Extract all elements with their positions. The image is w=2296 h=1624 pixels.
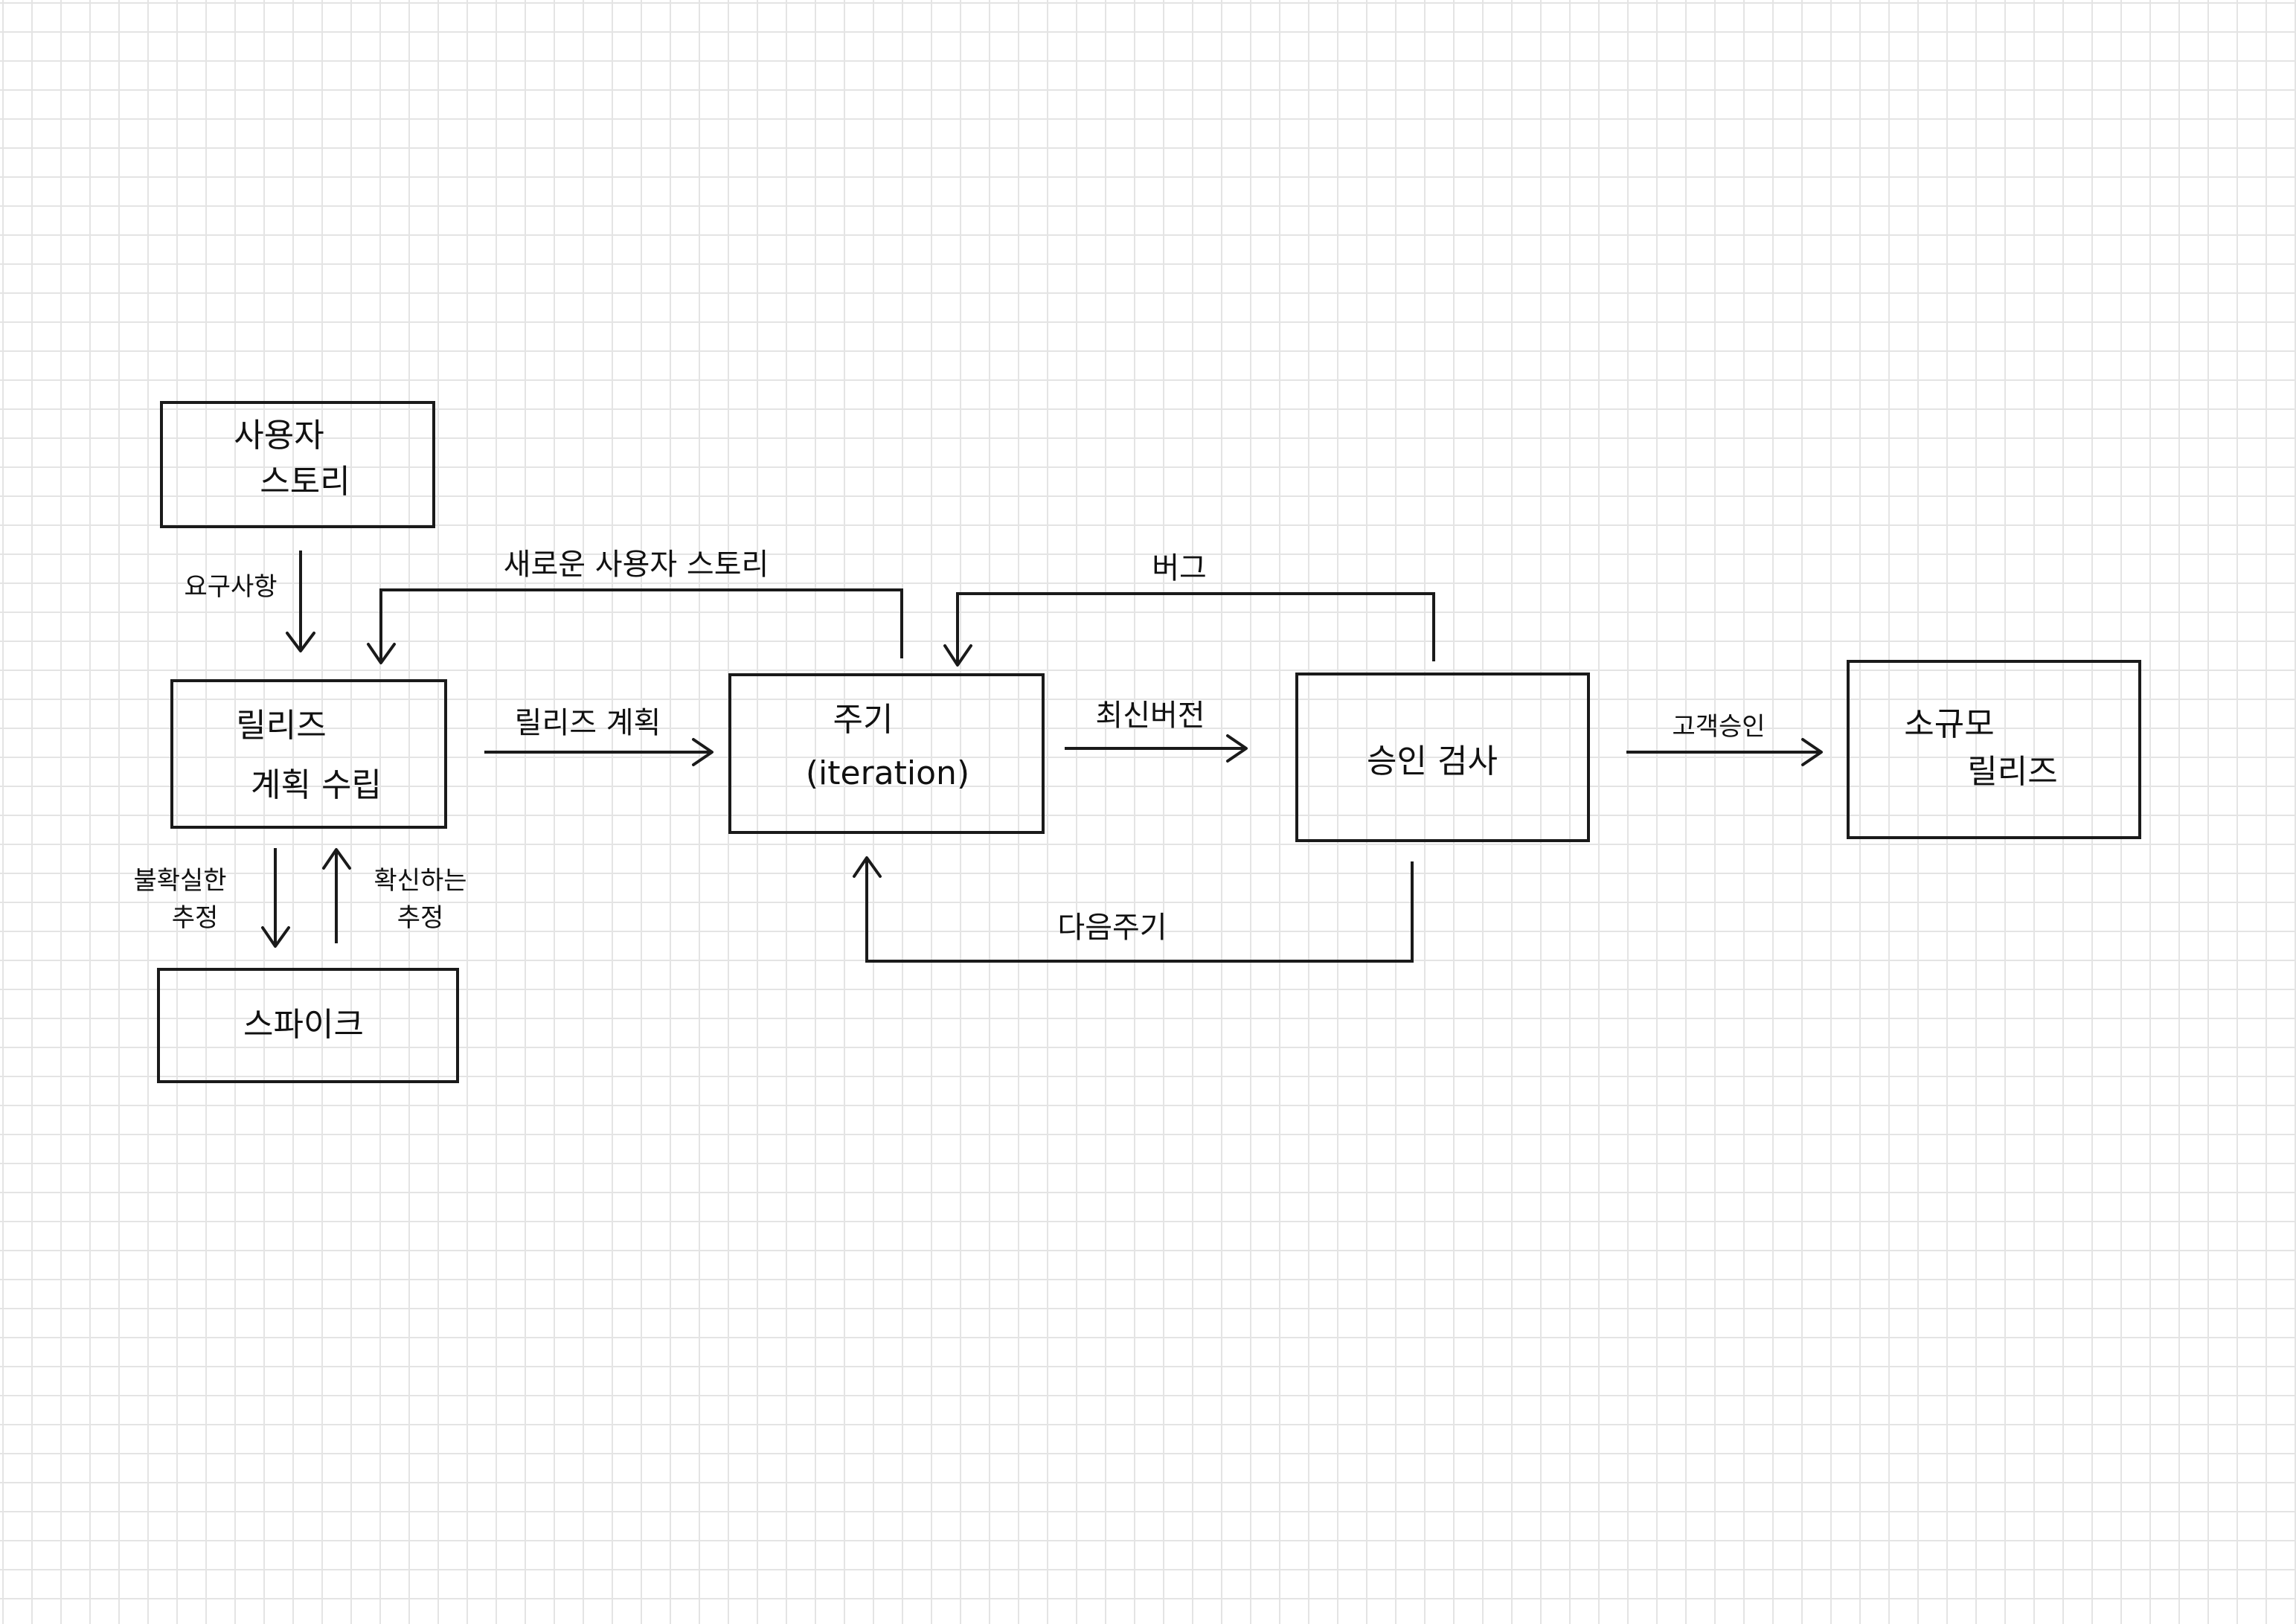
confident-estimate-arrowhead <box>322 848 351 870</box>
release-planning-label-2: 계획 수립 <box>251 766 382 804</box>
acceptance-test-box <box>1295 673 1590 842</box>
user-story-label-1: 사용자 <box>234 417 324 455</box>
small-release-label-2: 릴리즈 <box>1967 753 2057 791</box>
customer-approval-label: 고객승인 <box>1672 712 1765 742</box>
iteration-label-2: (iteration) <box>806 754 969 792</box>
uncertain-estimate-label-2: 추정 <box>172 903 219 933</box>
spike-box <box>157 968 459 1083</box>
customer-approval-arrowhead <box>1801 738 1823 766</box>
next-iteration-arrowhead <box>853 856 882 878</box>
new-user-story-arrow <box>379 588 903 661</box>
bug-arrow <box>956 592 1435 664</box>
release-planning-box <box>170 679 447 829</box>
uncertain-estimate-arrowhead <box>261 926 290 948</box>
small-release-box <box>1847 660 2141 839</box>
bug-label: 버그 <box>1152 551 1207 585</box>
next-iteration-label: 다음주기 <box>1057 911 1167 945</box>
release-planning-label-1: 릴리즈 <box>236 707 326 745</box>
requirements-arrowhead <box>286 632 315 652</box>
iteration-box <box>728 673 1045 834</box>
next-iteration-arrow <box>865 859 1414 963</box>
new-user-story-arrowhead <box>367 643 396 664</box>
new-user-story-label: 새로운 사용자 스토리 <box>504 548 769 582</box>
user-story-label-2: 스토리 <box>260 463 350 501</box>
confident-estimate-label-2: 추정 <box>397 903 444 933</box>
bug-arrowhead <box>943 644 972 667</box>
latest-version-arrowhead <box>1226 734 1248 763</box>
acceptance-test-label: 승인 검사 <box>1367 742 1498 780</box>
spike-label: 스파이크 <box>243 1006 364 1044</box>
user-story-box <box>160 401 435 528</box>
confident-estimate-label-1: 확신하는 <box>373 866 466 896</box>
requirements-label: 요구사항 <box>184 572 277 602</box>
uncertain-estimate-label-1: 불확실한 <box>133 866 226 896</box>
iteration-label-1: 주기 <box>833 701 894 739</box>
release-plan-label: 릴리즈 계획 <box>515 706 661 740</box>
latest-version-label: 최신버전 <box>1095 699 1205 733</box>
small-release-label-1: 소규모 <box>1904 705 1994 743</box>
release-plan-arrowhead <box>692 738 714 766</box>
